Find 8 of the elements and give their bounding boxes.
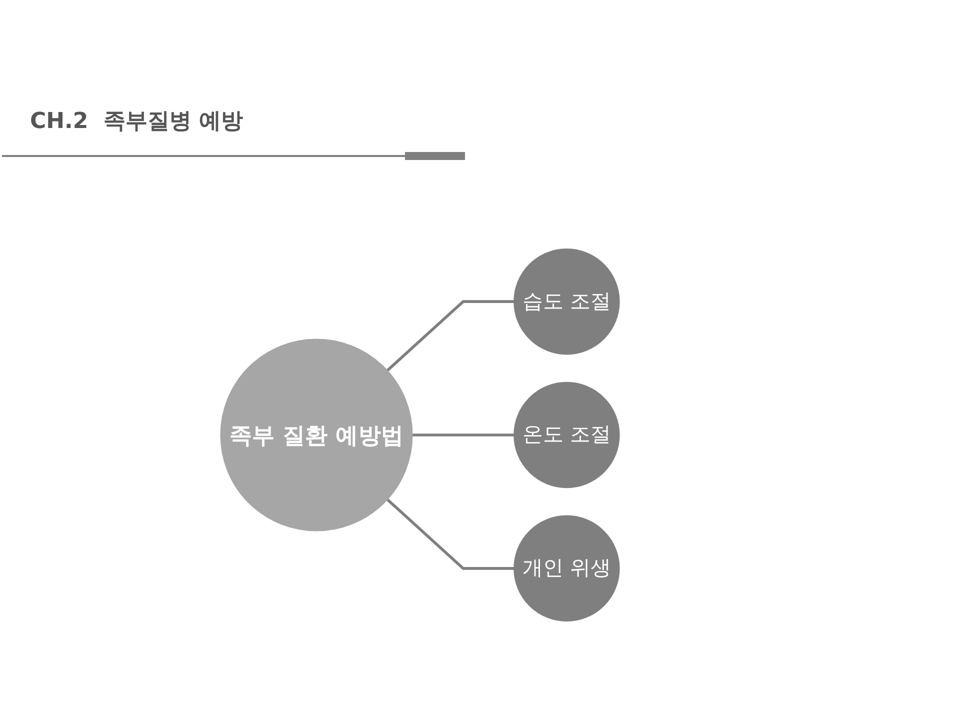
node-circle: 온도 조절	[514, 382, 620, 488]
connector	[386, 498, 514, 570]
connector	[386, 300, 514, 372]
title: CH.2 족부질병 예방	[30, 108, 244, 136]
node-circle: 개인 위생	[514, 515, 620, 622]
connector	[412, 434, 514, 436]
node-circle: 족부 질환 예방법	[220, 338, 413, 532]
node-circle: 습도 조절	[514, 248, 620, 355]
